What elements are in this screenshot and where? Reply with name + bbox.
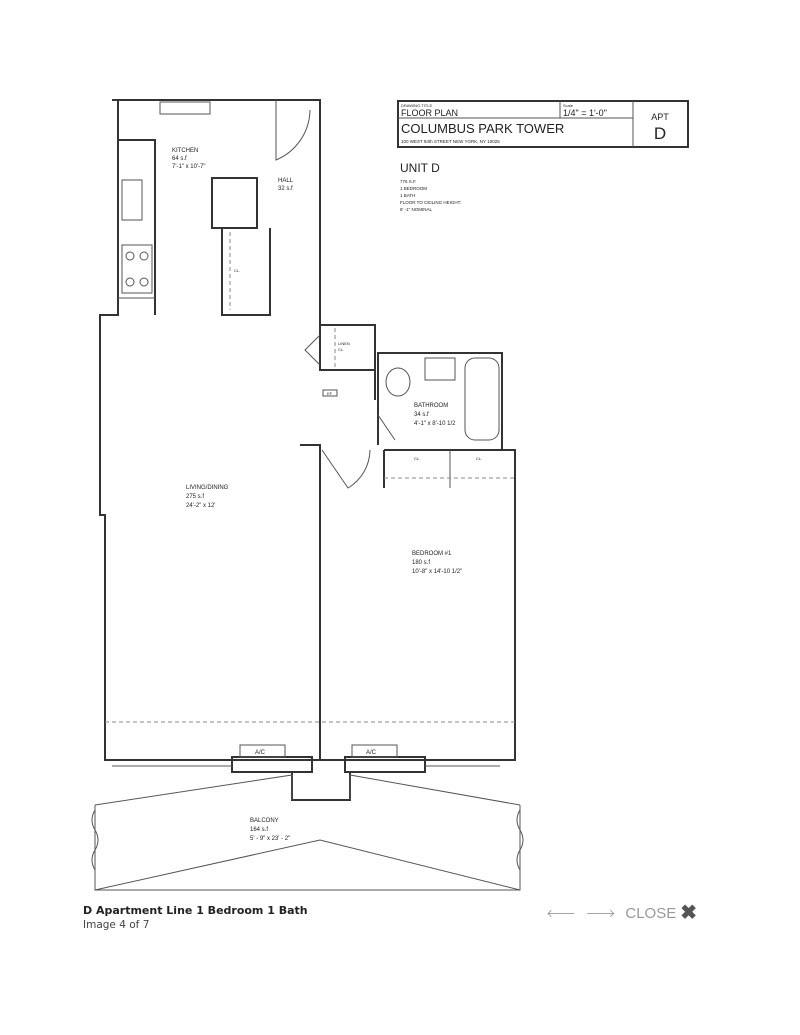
unit-detail: 1 BATH bbox=[400, 193, 415, 198]
living-label: LIVING/DINING bbox=[186, 485, 229, 491]
bathroom-dims: 4'-1" x 8'-10 1/2 bbox=[414, 421, 456, 427]
lightbox-controls: 🡐 🡒 CLOSE ✖ bbox=[546, 903, 697, 923]
hall-label: HALL bbox=[278, 178, 294, 184]
ac-label: A/C bbox=[366, 750, 377, 756]
floor-plan-image: DRAWING TITLE FLOOR PLAN Scale 1/4" = 1'… bbox=[91, 99, 689, 891]
unit-detail: FLOOR TO CEILING HEIGHT: bbox=[400, 200, 461, 205]
apt-label: APT bbox=[651, 112, 669, 122]
image-counter: Image 4 of 7 bbox=[83, 919, 150, 931]
walls bbox=[91, 99, 524, 891]
bedroom-area: 180 s.f bbox=[412, 560, 430, 566]
ac-label: A/C bbox=[255, 750, 266, 756]
bedroom-label: BEDROOM #1 bbox=[412, 551, 452, 557]
arrow-left-icon[interactable]: 🡐 bbox=[546, 908, 576, 920]
closet-label: CL. bbox=[476, 456, 482, 461]
living-dims: 24'-2" x 12' bbox=[186, 503, 215, 509]
unit-name: UNIT D bbox=[400, 161, 440, 175]
close-button[interactable]: CLOSE ✖ bbox=[625, 903, 697, 923]
unit-detail: 776 S.F. bbox=[400, 179, 417, 184]
hall-area: 32 s.f bbox=[278, 186, 293, 192]
caption-title: D Apartment Line 1 Bedroom 1 Bath bbox=[83, 904, 308, 917]
balcony-area: 164 s.f bbox=[250, 827, 268, 833]
unit-detail: 1 BEDROOM bbox=[400, 186, 427, 191]
closet-label: CL. bbox=[234, 268, 240, 273]
closet-label: CL. bbox=[414, 456, 420, 461]
apt-letter: D bbox=[654, 124, 666, 143]
drawing-title-label: DRAWING TITLE bbox=[401, 103, 432, 108]
scale-label: Scale bbox=[563, 103, 574, 108]
close-label: CLOSE bbox=[625, 904, 677, 922]
arrow-right-icon[interactable]: 🡒 bbox=[585, 908, 616, 920]
image-caption: D Apartment Line 1 Bedroom 1 Bath Image … bbox=[83, 904, 308, 931]
balcony-dims: 5' - 9" x 23' - 2" bbox=[250, 836, 290, 842]
building-name: COLUMBUS PARK TOWER bbox=[401, 121, 564, 136]
linen-closet-label: CL. bbox=[338, 347, 344, 352]
bathroom-area: 34 s.f bbox=[414, 412, 429, 418]
ef-label: EF bbox=[327, 391, 333, 396]
living-area: 275 s.f bbox=[186, 494, 204, 500]
close-x-icon: ✖ bbox=[680, 902, 697, 924]
kitchen-area: 64 s.f bbox=[172, 156, 187, 162]
bathroom-label: BATHROOM bbox=[414, 403, 448, 409]
unit-summary: UNIT D 776 S.F. 1 BEDROOM 1 BATH FLOOR T… bbox=[400, 161, 461, 212]
linen-label: LINEN bbox=[338, 341, 350, 346]
room-labels: KITCHEN 64 s.f 7'-1" x 10'-7" HALL 32 s.… bbox=[172, 148, 482, 842]
drawing-title: FLOOR PLAN bbox=[401, 108, 458, 118]
unit-detail: 8' -1" NOMINAL bbox=[400, 207, 432, 212]
balcony-label: BALCONY bbox=[250, 818, 279, 824]
kitchen-dims: 7'-1" x 10'-7" bbox=[172, 164, 206, 170]
bedroom-dims: 10'-8" x 14'-10 1/2" bbox=[412, 569, 462, 575]
building-address: 100 WEST 94th STREET NEW YORK, NY 10025 bbox=[401, 139, 500, 144]
kitchen-label: KITCHEN bbox=[172, 148, 198, 154]
scale-value: 1/4" = 1'-0" bbox=[563, 108, 607, 118]
title-block: DRAWING TITLE FLOOR PLAN Scale 1/4" = 1'… bbox=[397, 100, 689, 148]
